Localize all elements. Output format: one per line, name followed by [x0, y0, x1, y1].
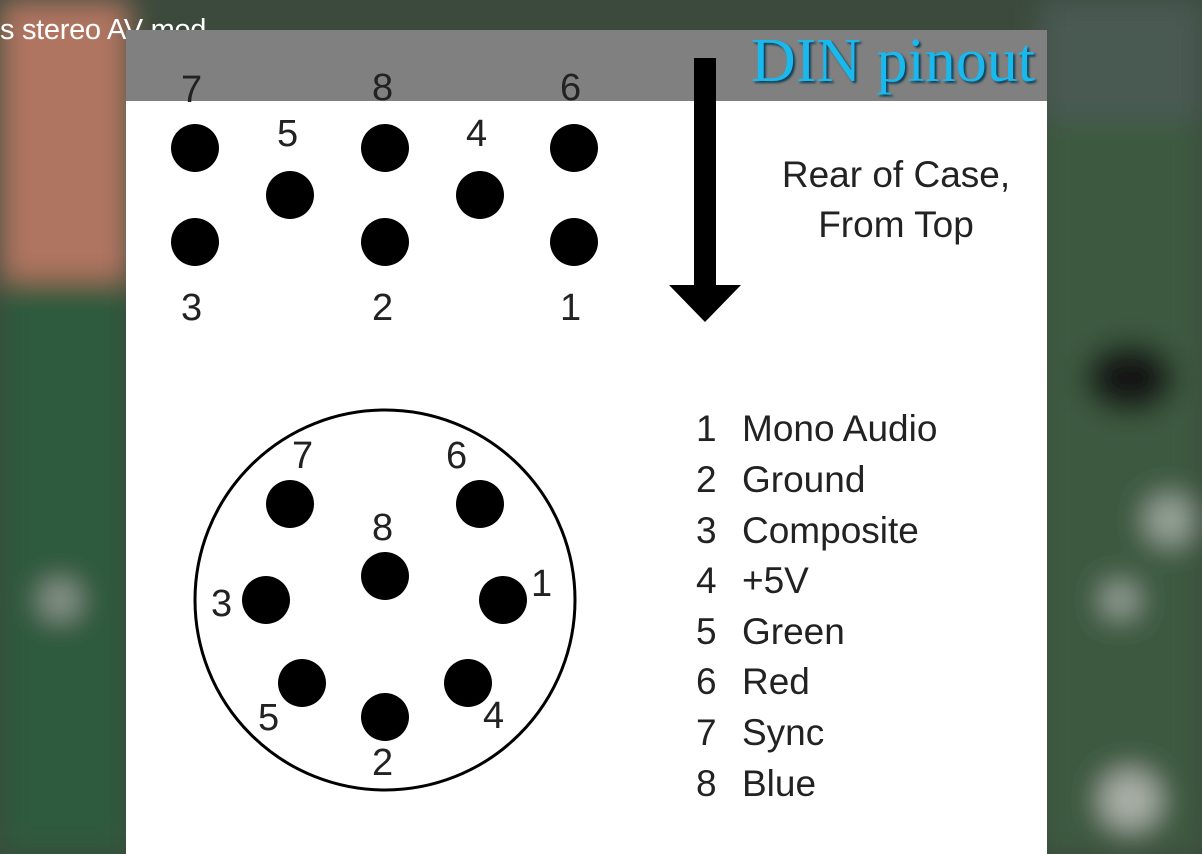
legend-pin-number: 4 [696, 560, 717, 601]
connector-pin-7 [266, 480, 314, 528]
rear-label-8: 8 [372, 67, 393, 109]
legend-pin-number: 8 [696, 763, 717, 804]
legend-pin-number: 2 [696, 459, 717, 500]
legend-pin-name: Blue [742, 763, 817, 804]
legend-pin-number: 1 [696, 408, 717, 449]
legend-pin-name: +5V [742, 560, 809, 601]
connector-pin-6 [456, 480, 504, 528]
rear-pin-3 [171, 218, 219, 266]
connector-label-4: 4 [483, 695, 504, 737]
connector-pin-2 [361, 693, 409, 741]
rear-label-5: 5 [277, 113, 298, 155]
rear-pin-8 [361, 124, 409, 172]
rear-pin-1 [550, 218, 598, 266]
connector-label-5: 5 [258, 697, 279, 739]
legend-row: 5 Green [696, 611, 845, 653]
legend-pin-name: Red [742, 661, 810, 702]
slide-title: DIN pinout [750, 30, 1035, 95]
legend-pin-number: 6 [696, 661, 717, 702]
legend-row: 4 +5V [696, 560, 809, 602]
rear-label-2: 2 [372, 287, 393, 329]
connector-pin-5 [278, 659, 326, 707]
legend-pin-number: 5 [696, 611, 717, 652]
legend-pin-name: Composite [742, 510, 919, 551]
rear-pin-6 [550, 124, 598, 172]
rear-pin-7 [171, 124, 219, 172]
slide: DIN pinout 7 8 6 5 4 3 2 1 [126, 30, 1047, 854]
legend-row: 1 Mono Audio [696, 408, 937, 450]
connector-pin-4 [444, 659, 492, 707]
orientation-note: Rear of Case, From Top [746, 150, 1046, 250]
orientation-note-line1: Rear of Case, [781, 154, 1011, 195]
slide-title-bar [126, 30, 1047, 101]
rear-label-4: 4 [466, 113, 487, 155]
legend-pin-number: 7 [696, 712, 717, 753]
orientation-note-line2: From Top [818, 204, 974, 245]
rear-pin-2 [361, 218, 409, 266]
connector-outline [193, 408, 577, 792]
rear-label-6: 6 [560, 67, 581, 109]
connector-label-7: 7 [292, 435, 313, 477]
rear-label-1: 1 [560, 287, 581, 329]
connector-label-6: 6 [446, 435, 467, 477]
legend-row: 3 Composite [696, 510, 919, 552]
legend-pin-name: Green [742, 611, 845, 652]
rear-label-7: 7 [181, 69, 202, 111]
rear-pin-5 [266, 171, 314, 219]
legend-pin-name: Ground [742, 459, 866, 500]
legend-pin-name: Sync [742, 712, 825, 753]
legend-pin-name: Mono Audio [742, 408, 938, 449]
legend-pin-number: 3 [696, 510, 717, 551]
rear-label-3: 3 [181, 287, 202, 329]
legend-row: 8 Blue [696, 763, 816, 805]
rear-pin-4 [456, 171, 504, 219]
connector-label-8: 8 [372, 507, 393, 549]
down-arrow-icon [669, 58, 741, 322]
connector-pin-3 [242, 576, 290, 624]
connector-pin-1 [479, 576, 527, 624]
din-diagram: 7 8 6 5 4 3 2 1 7 6 8 3 [171, 58, 741, 792]
rear-pin-layout: 7 8 6 5 4 3 2 1 [171, 67, 598, 329]
din-connector: 7 6 8 3 1 5 4 2 [193, 408, 577, 792]
legend-row: 2 Ground [696, 459, 865, 501]
legend-row: 7 Sync [696, 712, 824, 754]
connector-label-3: 3 [211, 583, 232, 625]
connector-label-1: 1 [531, 563, 552, 605]
connector-pin-8 [361, 552, 409, 600]
legend-row: 6 Red [696, 661, 810, 703]
connector-label-2: 2 [372, 742, 393, 784]
